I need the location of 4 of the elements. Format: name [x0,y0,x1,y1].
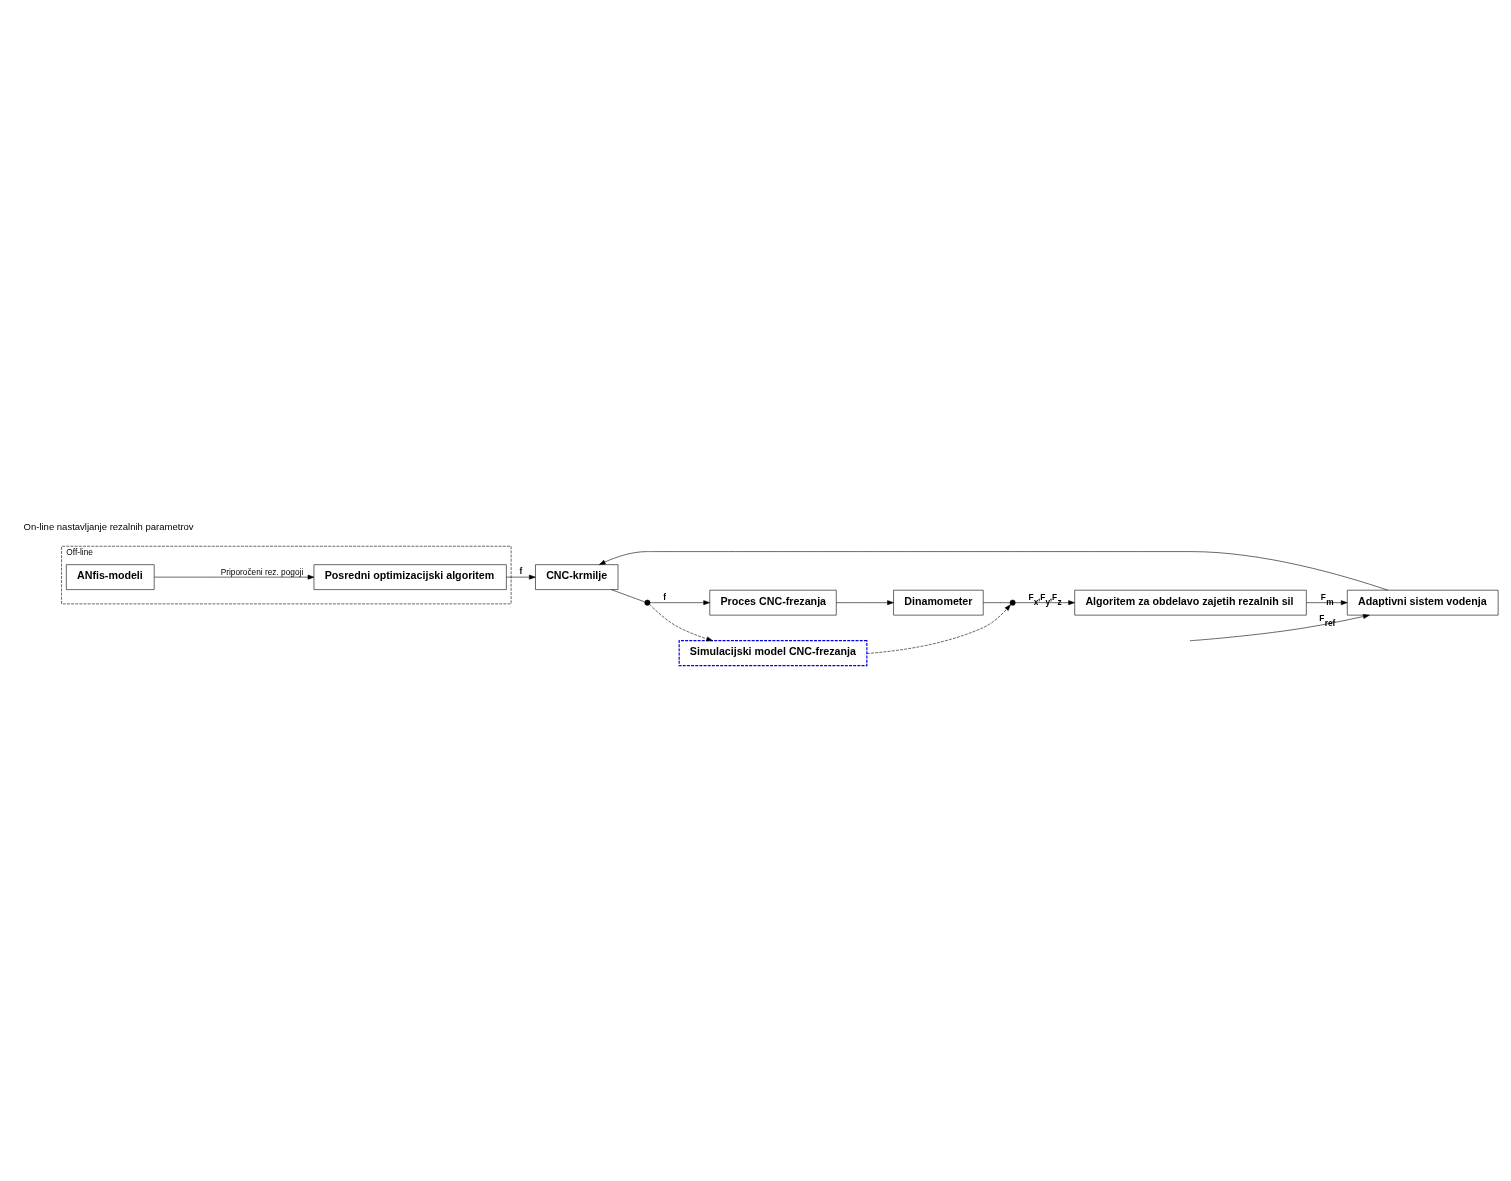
edge-label: Priporočeni rez. pogoji [220,566,304,577]
label: On-line nastavljanje rezalnih parametrov [23,520,194,532]
edge-label: f [519,566,523,577]
edge-label: f [663,591,666,602]
